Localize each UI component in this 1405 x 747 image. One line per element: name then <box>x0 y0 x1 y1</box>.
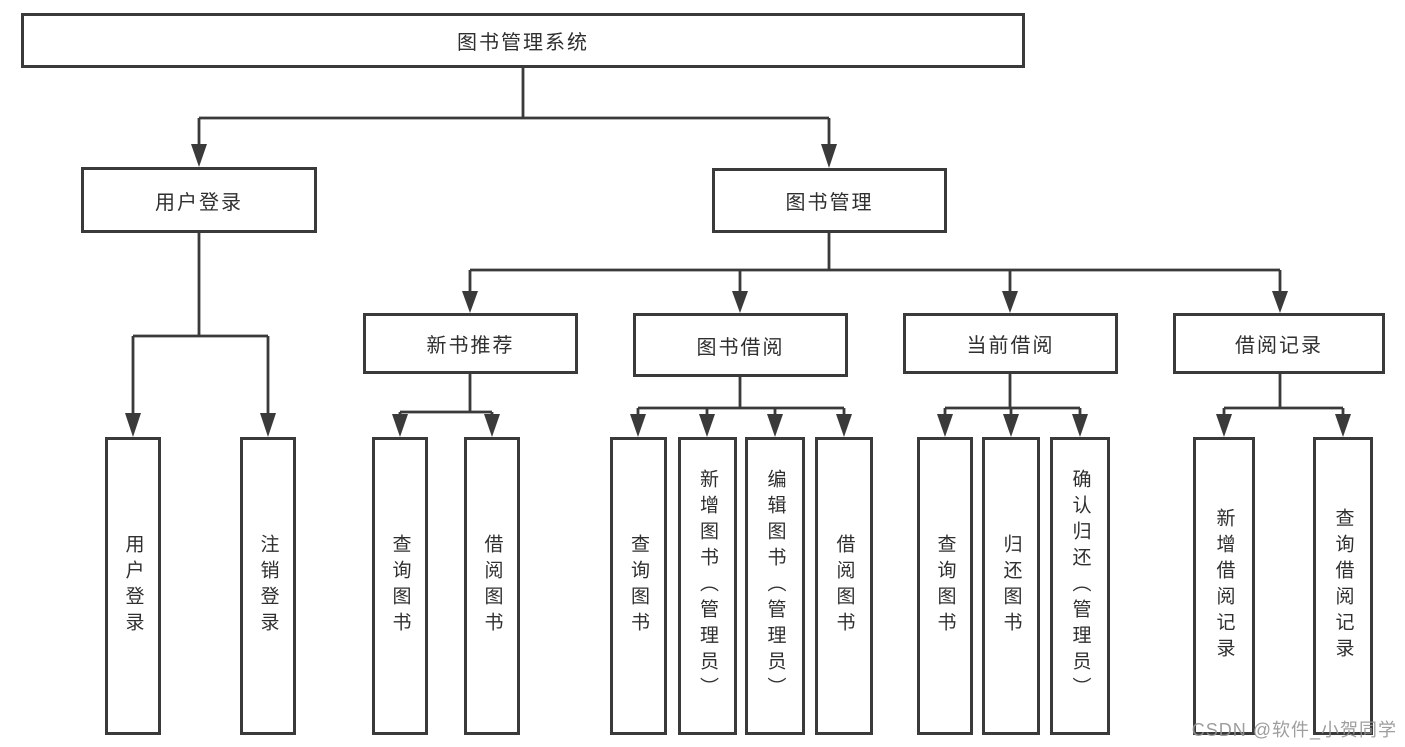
leaf-query-borrow-record: 查询借阅记录 <box>1313 437 1373 735</box>
leaf-query-book-borrow-label: 查询图书 <box>628 534 649 638</box>
leaf-add-borrow-record: 新增借阅记录 <box>1193 437 1255 735</box>
leaf-return-book-label: 归还图书 <box>1000 534 1022 638</box>
leaf-query-book-recommend: 查询图书 <box>372 437 428 735</box>
leaf-user-login: 用户登录 <box>105 437 161 735</box>
leaf-logout: 注销登录 <box>240 437 296 735</box>
leaf-edit-book-admin: 编辑图书（管理员） <box>745 437 805 735</box>
node-user-login: 用户登录 <box>81 167 317 233</box>
node-user-login-label: 用户登录 <box>155 191 243 214</box>
leaf-edit-book-admin-label: 编辑图书（管理员） <box>764 469 786 703</box>
leaf-logout-label: 注销登录 <box>257 534 279 638</box>
leaf-borrow-book: 借阅图书 <box>815 437 873 735</box>
leaf-borrow-book-recommend-label: 借阅图书 <box>481 534 503 638</box>
node-root-system-label: 图书管理系统 <box>457 32 589 54</box>
node-borrow-record-label: 借阅记录 <box>1235 335 1323 357</box>
node-book-borrow-label: 图书借阅 <box>696 336 785 359</box>
node-root-system: 图书管理系统 <box>21 13 1025 68</box>
node-book-management-label: 图书管理 <box>785 192 874 214</box>
leaf-add-borrow-record-label: 新增借阅记录 <box>1213 508 1235 664</box>
leaf-add-book-admin: 新增图书（管理员） <box>678 437 737 735</box>
node-book-management: 图书管理 <box>712 168 947 233</box>
leaf-borrow-book-recommend: 借阅图书 <box>464 437 520 735</box>
leaf-confirm-return-admin-label: 确认归还（管理员） <box>1069 469 1091 703</box>
leaf-confirm-return-admin: 确认归还（管理员） <box>1050 437 1110 735</box>
leaf-query-book-current: 查询图书 <box>917 437 973 735</box>
leaf-add-book-admin-label: 新增图书（管理员） <box>697 469 718 703</box>
node-new-book-recommend: 新书推荐 <box>363 313 578 374</box>
node-current-borrow: 当前借阅 <box>903 313 1118 374</box>
leaf-query-book-borrow: 查询图书 <box>610 437 667 735</box>
node-borrow-record: 借阅记录 <box>1173 313 1385 374</box>
leaf-query-borrow-record-label: 查询借阅记录 <box>1332 508 1354 664</box>
node-current-borrow-label: 当前借阅 <box>966 335 1055 357</box>
leaf-borrow-book-label: 借阅图书 <box>833 534 855 638</box>
node-new-book-recommend-label: 新书推荐 <box>426 335 515 357</box>
leaf-query-book-current-label: 查询图书 <box>934 534 956 638</box>
leaf-query-book-recommend-label: 查询图书 <box>389 534 411 638</box>
csdn-watermark: CSDN @软件_小贺同学 <box>1191 720 1397 740</box>
node-book-borrow: 图书借阅 <box>633 313 848 377</box>
leaf-user-login-label: 用户登录 <box>122 534 144 638</box>
leaf-return-book: 归还图书 <box>982 437 1040 735</box>
